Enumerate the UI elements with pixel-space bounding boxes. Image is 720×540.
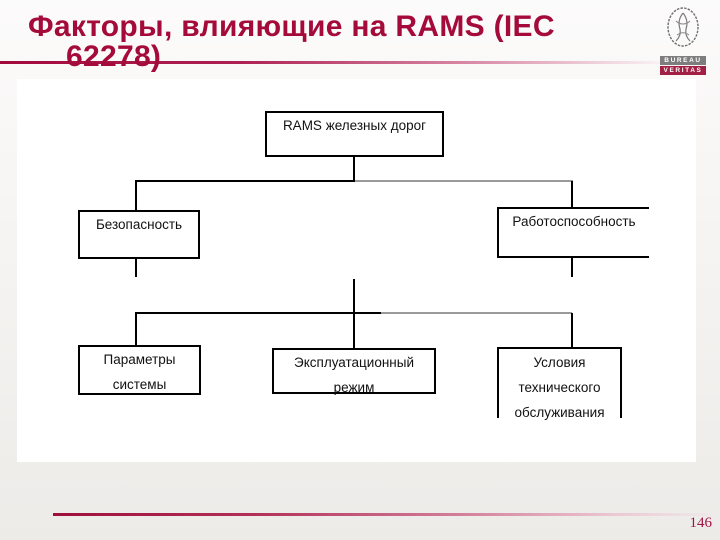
logo-bureau-label: BUREAU	[660, 56, 706, 65]
connector-lower-horizontal-right	[381, 312, 572, 314]
connector-upper-horizontal-right	[355, 180, 573, 182]
node-system-parameters: Параметры системы	[78, 345, 201, 395]
node-operability: Работоспособность	[497, 207, 649, 258]
connector-to-system-parameters	[135, 313, 137, 346]
node-safety: Безопасность	[78, 210, 200, 259]
logo-emblem-icon	[667, 7, 699, 47]
connector-middle-vertical	[353, 279, 355, 349]
title-underline-rule	[0, 61, 676, 64]
connector-root-stub	[353, 157, 355, 181]
node-maintenance-conditions: Условия технического обслуживания	[497, 347, 622, 420]
node-rams-railways: RAMS железных дорог	[265, 111, 444, 157]
footer-rule	[53, 513, 718, 516]
connector-safety-stub	[135, 258, 137, 277]
connector-to-safety	[135, 181, 137, 211]
logo-veritas-label: VERITAS	[660, 66, 706, 75]
connector-operability-stub	[571, 257, 573, 277]
page-title: Факторы, влияющие на RAMS (IEC 62278)	[28, 12, 555, 72]
connector-upper-horizontal-left	[135, 180, 355, 182]
page-title-line2: 62278)	[66, 40, 162, 73]
connector-lower-horizontal-left	[135, 312, 381, 314]
page-number: 146	[689, 515, 713, 531]
page-title-line1: Факторы, влияющие на RAMS (IEC	[28, 10, 555, 43]
connector-to-maintenance-conditions	[571, 313, 573, 348]
node-operating-mode: Эксплуатационный режим	[272, 348, 436, 395]
bureau-veritas-logo: BUREAU VERITAS	[658, 5, 708, 75]
connector-to-operability	[571, 181, 573, 208]
